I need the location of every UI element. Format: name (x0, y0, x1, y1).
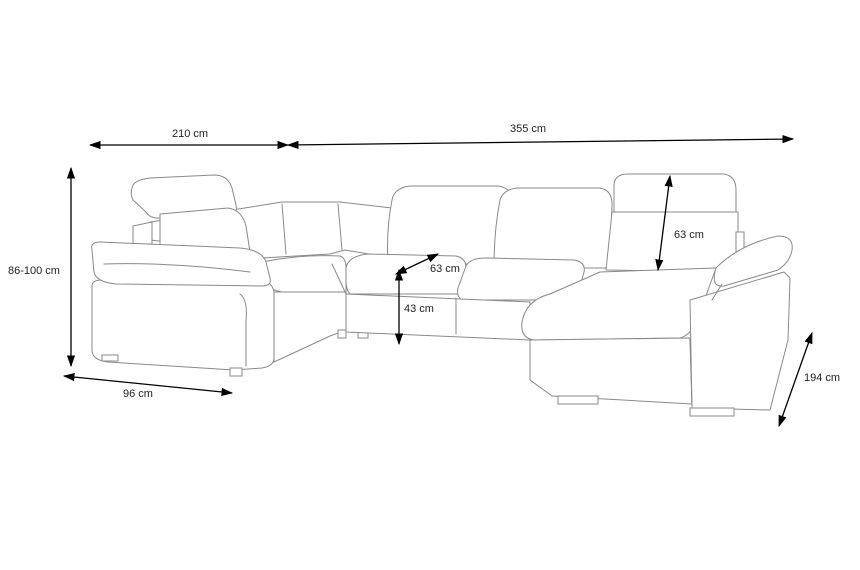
depth-right-arrow (778, 331, 813, 428)
headrest-arrow (655, 174, 673, 272)
seat-depth-label: 63 cm (430, 263, 460, 275)
depth-right-label: 194 cm (804, 372, 840, 384)
right-back-cushion (605, 211, 739, 273)
right-armrest (713, 235, 793, 287)
foot-6 (689, 407, 735, 417)
chaise-base (529, 337, 693, 405)
left-seat (261, 255, 347, 293)
dimension-arrows (62, 135, 813, 428)
seat-height-label: 43 cm (404, 303, 434, 315)
depth-left-label: 96 cm (123, 388, 153, 400)
middle-back-cushion-1 (387, 185, 513, 265)
width-left-label: 210 cm (172, 128, 208, 140)
width-right-arrow (286, 135, 795, 149)
left-front-block (91, 279, 275, 371)
foot-1 (101, 354, 119, 362)
middle-back-cushion-2 (493, 187, 613, 269)
left-armrest (91, 241, 271, 287)
left-side-plate (132, 221, 153, 245)
depth-left-arrow (62, 372, 234, 397)
right-headrest (613, 173, 737, 213)
corner-lower-panel (273, 291, 347, 363)
foot-3 (337, 329, 347, 339)
sofa-outline (91, 173, 793, 417)
dimension-labels: 210 cm 355 cm 86-100 cm 96 cm 63 cm 63 c… (8, 123, 840, 400)
foot-2 (229, 367, 243, 377)
height-label: 86-100 cm (8, 265, 60, 277)
headrest-label: 63 cm (674, 229, 704, 241)
middle-seat-2 (457, 257, 585, 301)
middle-lower-panel (345, 293, 531, 341)
foot-5 (557, 395, 599, 405)
width-right-label: 355 cm (510, 123, 546, 135)
